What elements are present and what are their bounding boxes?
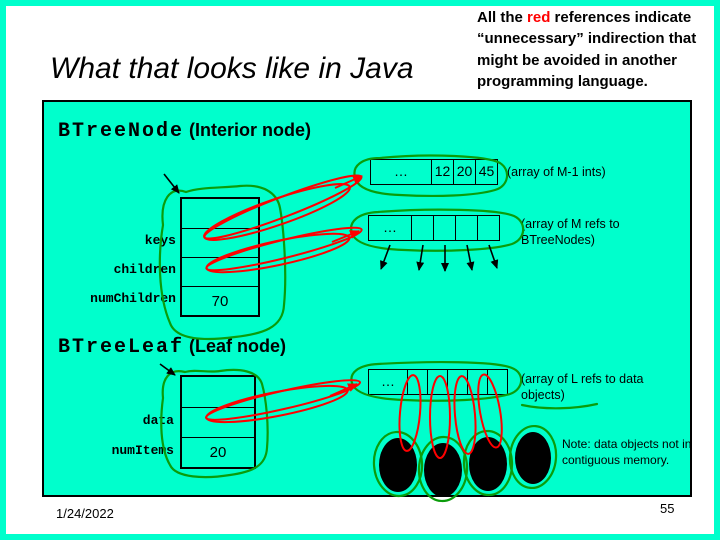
leaf-ref-array-label: (array of L refs to data objects) — [521, 372, 644, 402]
array-cell: 12 — [432, 159, 454, 185]
interior-kind: (Interior node) — [184, 120, 312, 140]
array-cell — [468, 369, 488, 395]
field-label-keys: keys — [144, 233, 176, 248]
array-cell: 20 — [454, 159, 476, 185]
record-cell-data — [182, 407, 254, 437]
array-cell — [448, 369, 468, 395]
array-cell — [412, 215, 434, 241]
annotation-post: references indicate “unnecessary” indire… — [477, 9, 697, 91]
node-ref-array: … — [368, 215, 500, 241]
slide-title: What that looks like in Java — [50, 52, 414, 85]
field-label-numitems: numItems — [111, 443, 174, 458]
leaf-kind: (Leaf node) — [184, 336, 287, 356]
node-ref-array-label: (array of M refs to BTreeNodes) — [521, 217, 620, 247]
array-cell — [478, 215, 500, 241]
array-cell: … — [368, 215, 412, 241]
leaf-class-name: BTreeLeaf — [58, 336, 185, 359]
leaf-heading: BTreeLeaf (Leaf node) — [58, 336, 286, 359]
annotation-note: All the red references indicate “unneces… — [477, 7, 717, 93]
field-label-children: children — [113, 262, 176, 277]
interior-heading: BTreeNode (Interior node) — [58, 120, 311, 143]
record-cell-header — [182, 377, 254, 407]
diagram-panel — [42, 100, 692, 497]
data-objects-note: Note: data objects not in contiguous mem… — [562, 437, 692, 467]
array-cell — [408, 369, 428, 395]
array-cell: … — [368, 369, 408, 395]
annotation-red-word: red — [527, 9, 551, 26]
array-cell — [456, 215, 478, 241]
array-cell — [428, 369, 448, 395]
array-cell: … — [370, 159, 432, 185]
record-cell-header — [182, 199, 258, 228]
array-cell: 45 — [476, 159, 498, 185]
record-cell-numitems: 20 — [182, 437, 254, 467]
array-cell — [488, 369, 508, 395]
field-label-data: data — [142, 413, 174, 428]
record-cell-children — [182, 257, 258, 286]
btreenode-record: 70 — [180, 197, 260, 317]
interior-class-name: BTreeNode — [58, 120, 185, 143]
annotation-pre: All the — [477, 9, 528, 26]
footer-page-number: 55 — [660, 501, 675, 516]
footer-date: 1/24/2022 — [56, 506, 114, 521]
array-cell — [434, 215, 456, 241]
record-cell-numchildren: 70 — [182, 286, 258, 315]
int-array: … 12 20 45 — [370, 159, 498, 185]
btreeleaf-record: 20 — [180, 375, 256, 469]
int-array-label: (array of M-1 ints) — [507, 165, 606, 179]
record-cell-keys — [182, 228, 258, 257]
leaf-ref-array: … — [368, 369, 508, 395]
field-label-numchildren: numChildren — [90, 291, 176, 306]
